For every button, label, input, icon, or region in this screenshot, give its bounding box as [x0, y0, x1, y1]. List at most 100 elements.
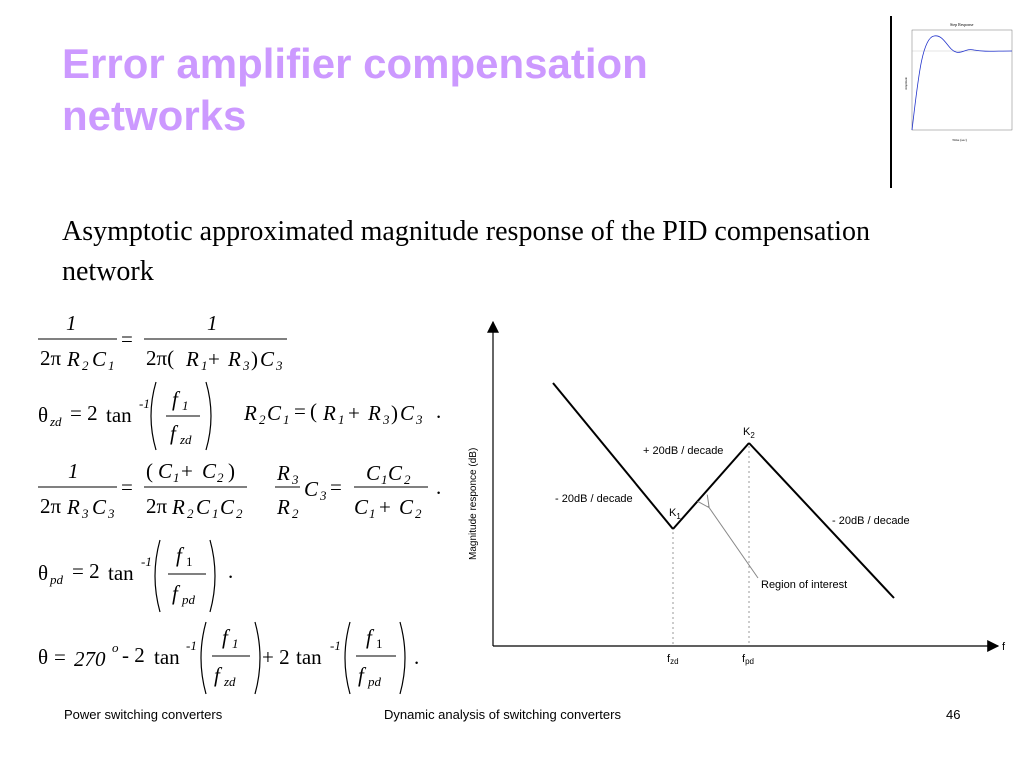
svg-text:): ) — [228, 459, 235, 483]
slide-subtitle: Asymptotic approximated magnitude respon… — [62, 216, 870, 287]
svg-text:.: . — [436, 475, 441, 499]
svg-text:3: 3 — [382, 412, 390, 427]
svg-text:zd: zd — [179, 432, 192, 447]
svg-text:270: 270 — [74, 647, 106, 671]
svg-text:f: f — [172, 581, 181, 605]
svg-text:1: 1 — [381, 472, 388, 487]
svg-text:C: C — [400, 401, 415, 425]
svg-text:+ 2: + 2 — [262, 645, 290, 669]
svg-text:C: C — [196, 495, 211, 519]
thumbnail-xlabel: Time (sec) — [952, 138, 968, 142]
svg-text:R: R — [367, 401, 381, 425]
svg-text:C: C — [304, 477, 319, 501]
svg-text:.: . — [228, 559, 233, 583]
svg-text:2π: 2π — [146, 494, 168, 518]
svg-text:1: 1 — [108, 358, 115, 373]
svg-text:pd: pd — [367, 674, 382, 689]
svg-text:tan: tan — [108, 561, 134, 585]
region-of-interest-label: Region of interest — [761, 579, 847, 591]
svg-text:tan: tan — [296, 645, 322, 669]
svg-text:-1: -1 — [186, 638, 197, 653]
svg-text:C: C — [260, 347, 275, 371]
svg-text:C: C — [220, 495, 235, 519]
slope-right-label: - 20dB / decade — [832, 515, 910, 527]
svg-text:1: 1 — [376, 636, 383, 651]
region-arrow — [708, 506, 759, 579]
k1-label: K1 — [669, 507, 681, 521]
svg-text:tan: tan — [154, 645, 180, 669]
footer-center: Dynamic analysis of switching converters — [384, 707, 621, 722]
svg-text:R: R — [276, 495, 290, 519]
svg-text:-1: -1 — [139, 396, 150, 411]
svg-text:1: 1 — [68, 459, 79, 483]
svg-text:2: 2 — [259, 412, 266, 427]
svg-text:C: C — [92, 347, 107, 371]
svg-text:1: 1 — [338, 412, 345, 427]
slope-middle-label: + 20dB / decade — [643, 445, 723, 457]
svg-text:1: 1 — [173, 470, 180, 485]
svg-text:): ) — [391, 401, 398, 425]
svg-text:R: R — [243, 401, 257, 425]
svg-text:+: + — [208, 347, 220, 371]
divider-line — [890, 16, 892, 188]
segment-middle — [672, 442, 750, 530]
svg-text:R: R — [322, 401, 336, 425]
svg-text:=: = — [121, 327, 133, 351]
svg-text:.: . — [414, 645, 419, 669]
svg-text:R: R — [66, 347, 80, 371]
svg-text:1: 1 — [212, 506, 219, 521]
svg-text:f: f — [172, 387, 181, 411]
svg-text:o: o — [112, 640, 119, 655]
svg-text:R: R — [185, 347, 199, 371]
svg-text:3: 3 — [81, 506, 89, 521]
svg-text:-1: -1 — [141, 554, 152, 569]
svg-text:tan: tan — [106, 403, 132, 427]
step-response-thumbnail: Step Response Amplitude Time (sec) — [904, 22, 1013, 142]
svg-text:3: 3 — [415, 412, 423, 427]
svg-text:=: = — [294, 399, 306, 423]
page-number: 46 — [946, 707, 961, 722]
svg-text:3: 3 — [107, 506, 115, 521]
svg-text:2: 2 — [187, 506, 194, 521]
svg-text:): ) — [251, 347, 258, 371]
svg-text:=: = — [54, 645, 66, 669]
svg-text:R: R — [227, 347, 241, 371]
svg-text:C: C — [202, 459, 217, 483]
svg-text:R: R — [66, 495, 80, 519]
y-axis-label: Magnitude responce (dB) — [468, 448, 479, 560]
svg-text:= 2: = 2 — [72, 559, 100, 583]
svg-text:f: f — [214, 663, 223, 687]
svg-text:C: C — [388, 461, 403, 485]
segment-right — [748, 442, 895, 599]
svg-text:2π(: 2π( — [146, 346, 174, 370]
svg-text:+: + — [348, 401, 360, 425]
svg-text:2: 2 — [236, 506, 243, 521]
svg-text:θ: θ — [38, 645, 48, 669]
svg-text:zd: zd — [49, 414, 62, 429]
svg-text:3: 3 — [242, 358, 250, 373]
svg-text:θ: θ — [38, 403, 48, 427]
svg-text:=: = — [330, 475, 342, 499]
svg-text:f: f — [358, 663, 367, 687]
svg-text:R: R — [276, 461, 290, 485]
svg-text:θ: θ — [38, 561, 48, 585]
svg-text:3: 3 — [319, 488, 327, 503]
svg-text:3: 3 — [275, 358, 283, 373]
svg-text:2: 2 — [217, 470, 224, 485]
magnitude-response-diagram: Magnitude responce (dB) f - 20dB / decad… — [468, 320, 1006, 666]
svg-text:R: R — [171, 495, 185, 519]
svg-text:1: 1 — [232, 636, 239, 651]
svg-text:1: 1 — [186, 554, 193, 569]
svg-text:=: = — [121, 475, 133, 499]
svg-text:pd: pd — [49, 572, 64, 587]
svg-text:-1: -1 — [330, 638, 341, 653]
svg-text:1: 1 — [182, 398, 189, 413]
svg-text:zd: zd — [223, 674, 236, 689]
svg-text:- 2: - 2 — [122, 643, 145, 667]
slide-title: Error amplifier compensation networks — [62, 40, 648, 139]
svg-text:f: f — [170, 421, 179, 445]
svg-text:1: 1 — [207, 311, 218, 335]
svg-text:1: 1 — [201, 358, 208, 373]
svg-text:C: C — [267, 401, 282, 425]
